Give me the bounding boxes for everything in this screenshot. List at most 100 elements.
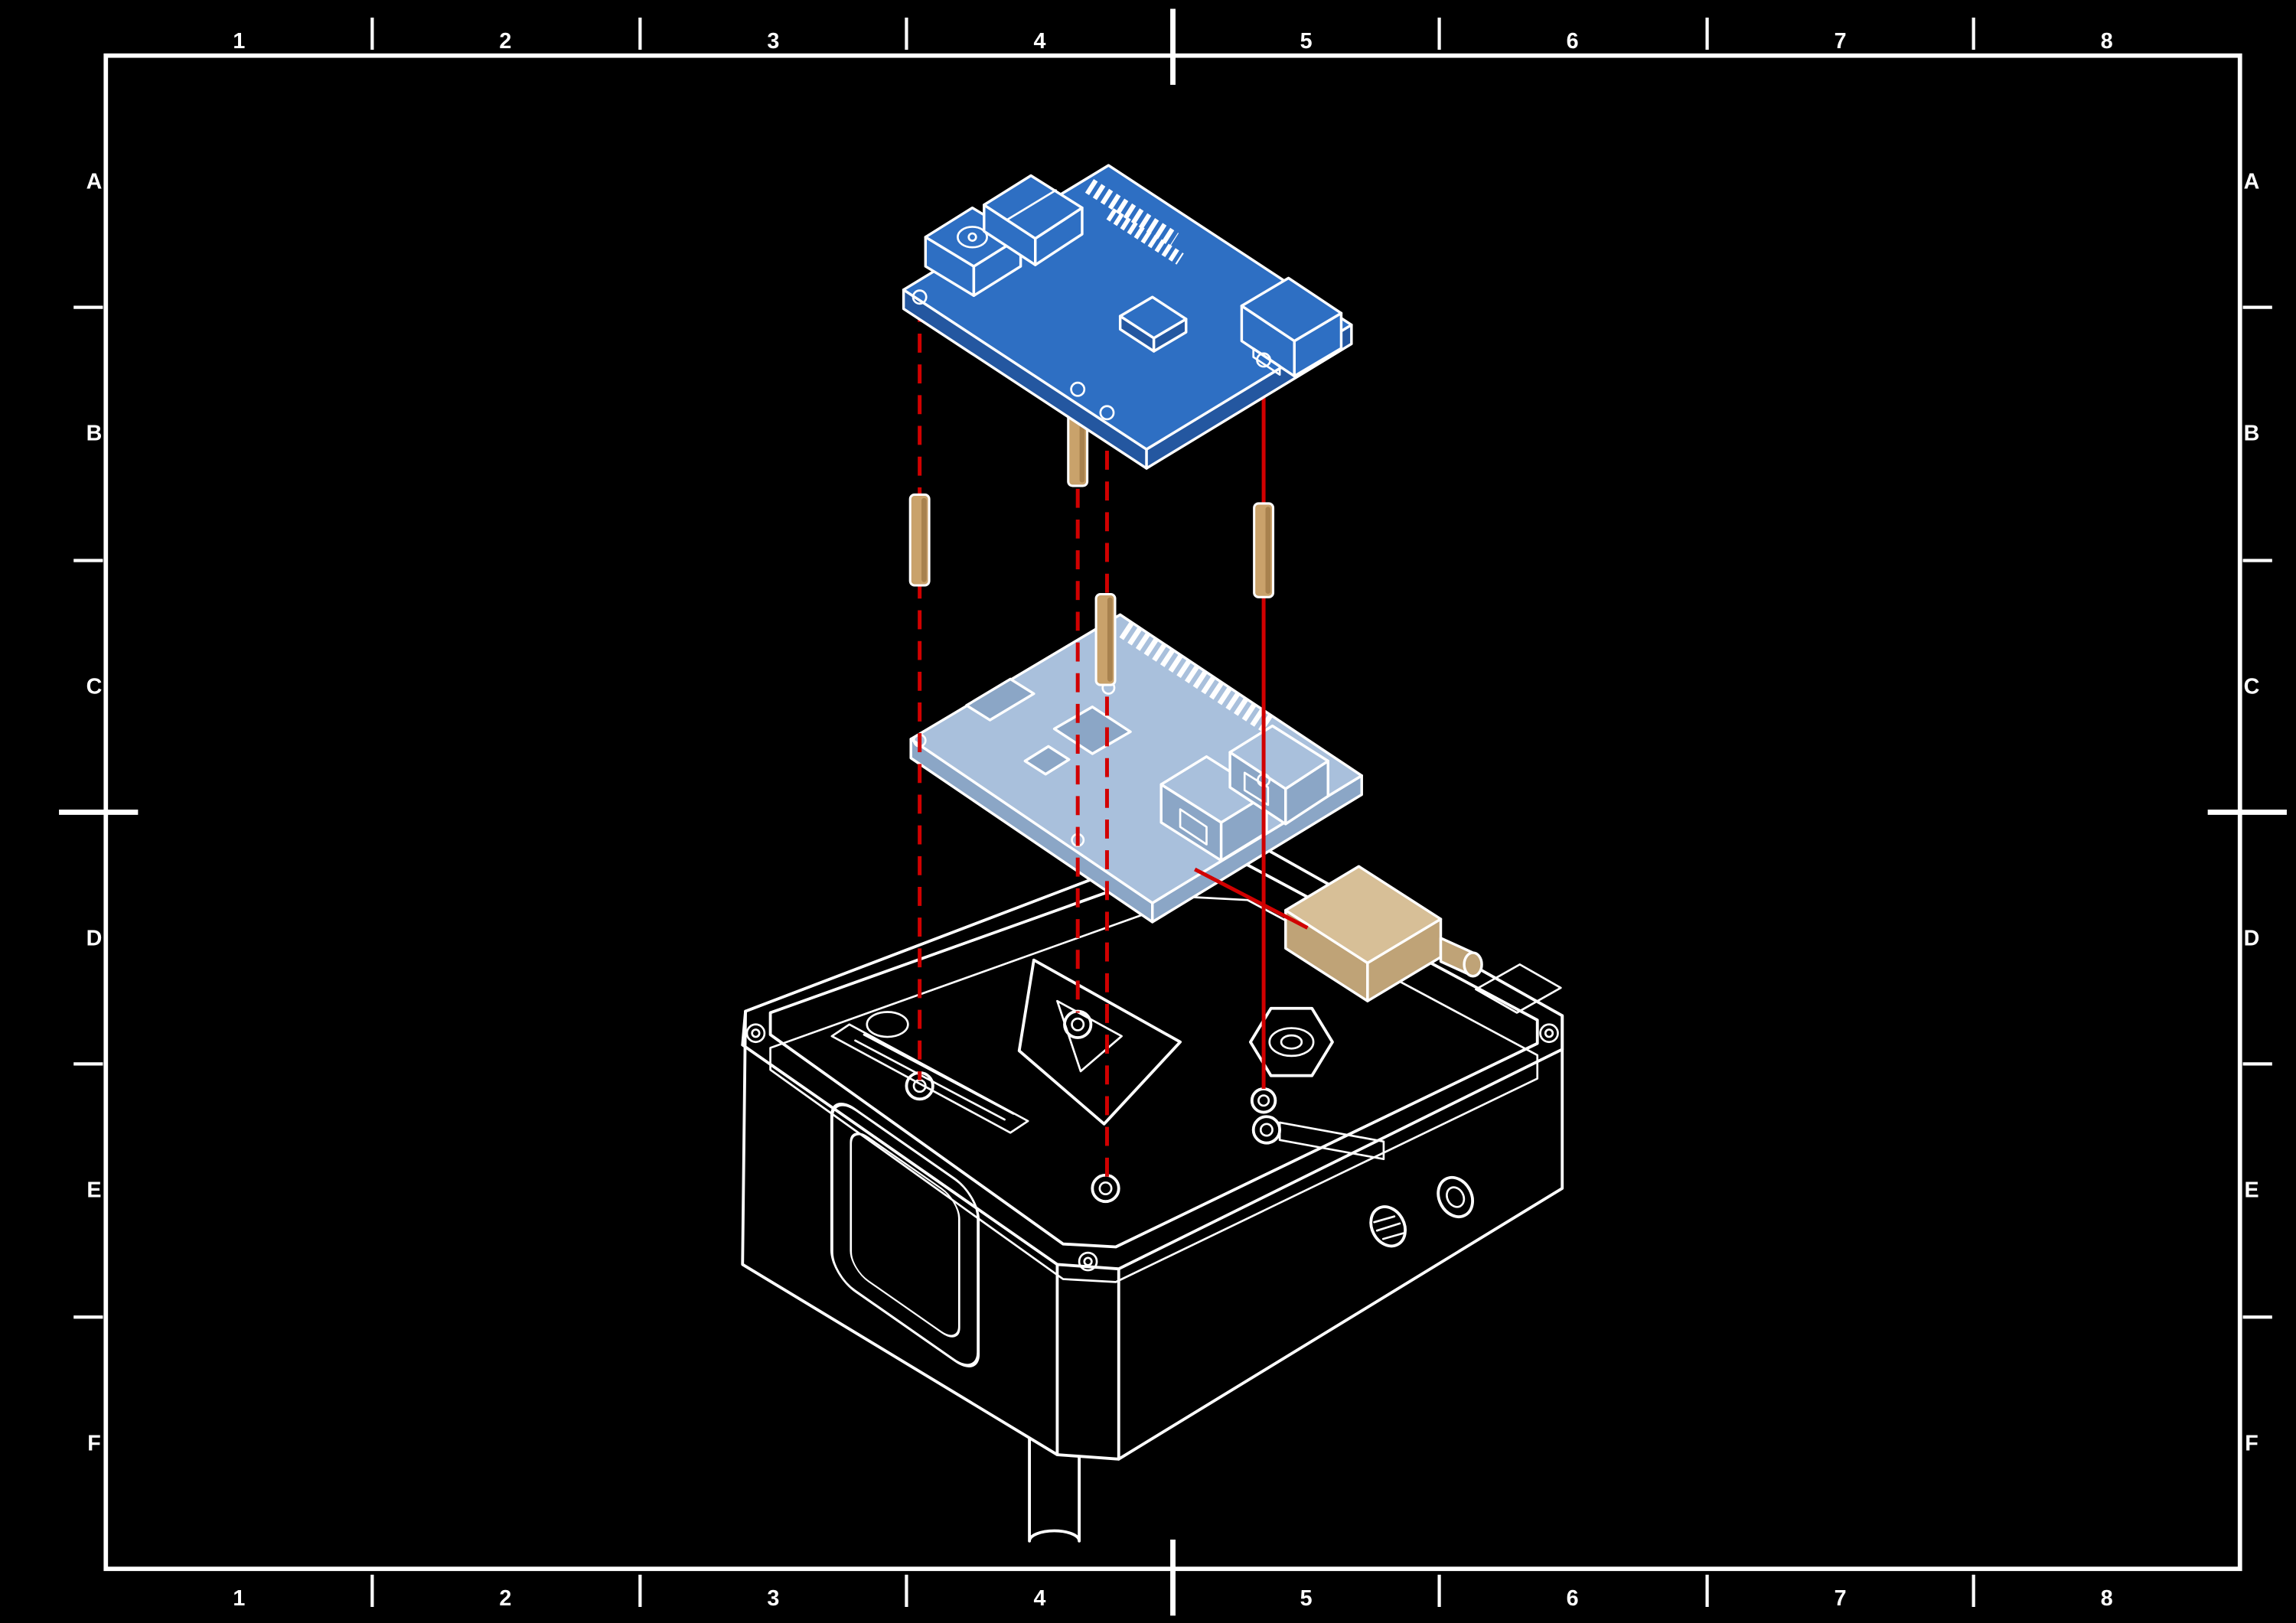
grid-row-label: B: [86, 422, 103, 446]
bracket-plate: [1017, 958, 1182, 1126]
frame-ticks-top: [370, 17, 1975, 51]
frame-ticks-left: [73, 305, 103, 1319]
threaded-wall-hole: [1369, 1205, 1407, 1248]
rim-screw: [1078, 1251, 1098, 1272]
hat-mounting-holes: [912, 289, 1272, 421]
grid-row-label: D: [86, 926, 103, 950]
arm-bar: [1278, 1121, 1385, 1161]
terminal-block: [983, 174, 1084, 266]
mounting-hole: [1070, 381, 1086, 397]
grid-row-label: B: [2244, 422, 2260, 446]
frame-ticks-right: [2242, 305, 2272, 1319]
power-connector: [1284, 865, 1483, 1002]
standoff-4: [1253, 502, 1275, 598]
exploded-assembly: [741, 164, 1564, 1543]
rim-screw-hole: [1083, 1256, 1093, 1266]
grid-row-label: C: [2244, 675, 2260, 699]
standoff-boss-hole: [1257, 1094, 1270, 1107]
chip-top-face: [1118, 295, 1188, 340]
frame-ticks-bottom: [370, 1574, 1975, 1607]
cable-gland-nut: [1248, 1006, 1334, 1077]
side-wall-holes: [1369, 1175, 1474, 1248]
grid-column-label: 4: [1033, 29, 1045, 54]
connector-lead-line: [1194, 867, 1309, 930]
front-cutout-bezel: [830, 1102, 980, 1367]
pi-board: [909, 613, 1363, 924]
rim-screw-hole: [751, 1028, 761, 1038]
mounting-hole: [912, 289, 928, 305]
mounting-hole: [1256, 352, 1272, 368]
rim-screw-hole: [1544, 1028, 1554, 1038]
mount-bracket: [1017, 958, 1182, 1126]
connector-top-face: [1240, 276, 1343, 343]
grid-column-label: 8: [2101, 1586, 2113, 1611]
usb-top-face: [1228, 724, 1329, 790]
arm-boss-hole: [1259, 1123, 1274, 1137]
grid-column-label: 7: [1835, 29, 1847, 54]
grid-column-label: 1: [233, 1586, 245, 1611]
grid-column-label: 1: [233, 29, 245, 54]
buzzer-hole: [967, 232, 977, 242]
hat-board: [902, 164, 1353, 470]
gland-ring: [1268, 1027, 1315, 1058]
usb-opening: [1243, 771, 1270, 807]
pin-header: [1084, 179, 1179, 247]
grid-row-label: A: [2244, 170, 2260, 194]
pin-header: [1106, 208, 1184, 265]
enclosure-floor-edge: [769, 896, 1539, 1283]
grid-labels: 1 2 3 4 5 6 7 8 1 2 3 4 5 6 7 8 A B C D …: [86, 29, 2260, 1611]
flex-connector: [965, 677, 1035, 722]
small-chip: [1023, 745, 1071, 776]
rim-screw: [1539, 1023, 1559, 1044]
alignment-lines: [918, 302, 1309, 1181]
grid-column-label: 6: [1567, 1586, 1579, 1611]
grid-row-label: F: [2245, 1431, 2258, 1455]
bracket-boss-hole: [1071, 1017, 1085, 1031]
standoff-3: [1094, 592, 1117, 686]
grid-column-label: 2: [499, 1586, 511, 1611]
buzzer-block: [924, 206, 1022, 298]
mounting-hole: [1099, 405, 1115, 421]
hat-chip: [1118, 295, 1188, 353]
grid-row-label: E: [86, 1178, 101, 1202]
grid-row-label: E: [2244, 1178, 2258, 1202]
grid-column-label: 5: [1300, 29, 1313, 54]
wall-hole-bore: [1446, 1186, 1466, 1208]
bezel-outer: [830, 1102, 980, 1367]
rim-screw: [745, 1023, 766, 1044]
border-frame: [59, 8, 2287, 1616]
hat-connector: [1240, 276, 1343, 378]
grid-row-label: A: [86, 170, 103, 194]
grid-column-label: 7: [1835, 1586, 1847, 1611]
block-divider: [1006, 189, 1057, 221]
grid-column-label: 3: [767, 1586, 779, 1611]
thread-hatch: [1373, 1215, 1404, 1240]
standoff-1: [908, 493, 931, 587]
usb-opening: [1179, 808, 1208, 846]
floor-arm: [1251, 1115, 1385, 1161]
connector-top-face: [1284, 865, 1443, 965]
gland-hex: [1248, 1006, 1334, 1077]
grid-column-label: 6: [1567, 29, 1579, 54]
floor-oval-hole: [866, 1011, 909, 1038]
grid-column-label: 8: [2101, 29, 2113, 54]
connector-barrel-end: [1463, 951, 1483, 978]
gland-bore: [1280, 1034, 1303, 1050]
grid-column-label: 2: [499, 29, 511, 54]
rim-notch: [1475, 963, 1562, 1014]
grid-row-label: F: [87, 1431, 101, 1455]
usb-port-rear: [1228, 724, 1329, 826]
grid-row-label: D: [2244, 926, 2260, 950]
grid-column-label: 4: [1033, 1586, 1045, 1611]
block-top-face: [983, 174, 1084, 240]
cpu-chip: [1052, 706, 1132, 755]
grid-row-label: C: [86, 675, 103, 699]
bezel-inner: [850, 1133, 960, 1338]
grid-column-label: 3: [767, 29, 779, 54]
enclosure-rim-edges: [741, 1009, 1564, 1461]
wall-hole: [1437, 1175, 1474, 1218]
grid-column-label: 5: [1300, 1586, 1313, 1611]
buzzer-ring: [957, 226, 988, 249]
